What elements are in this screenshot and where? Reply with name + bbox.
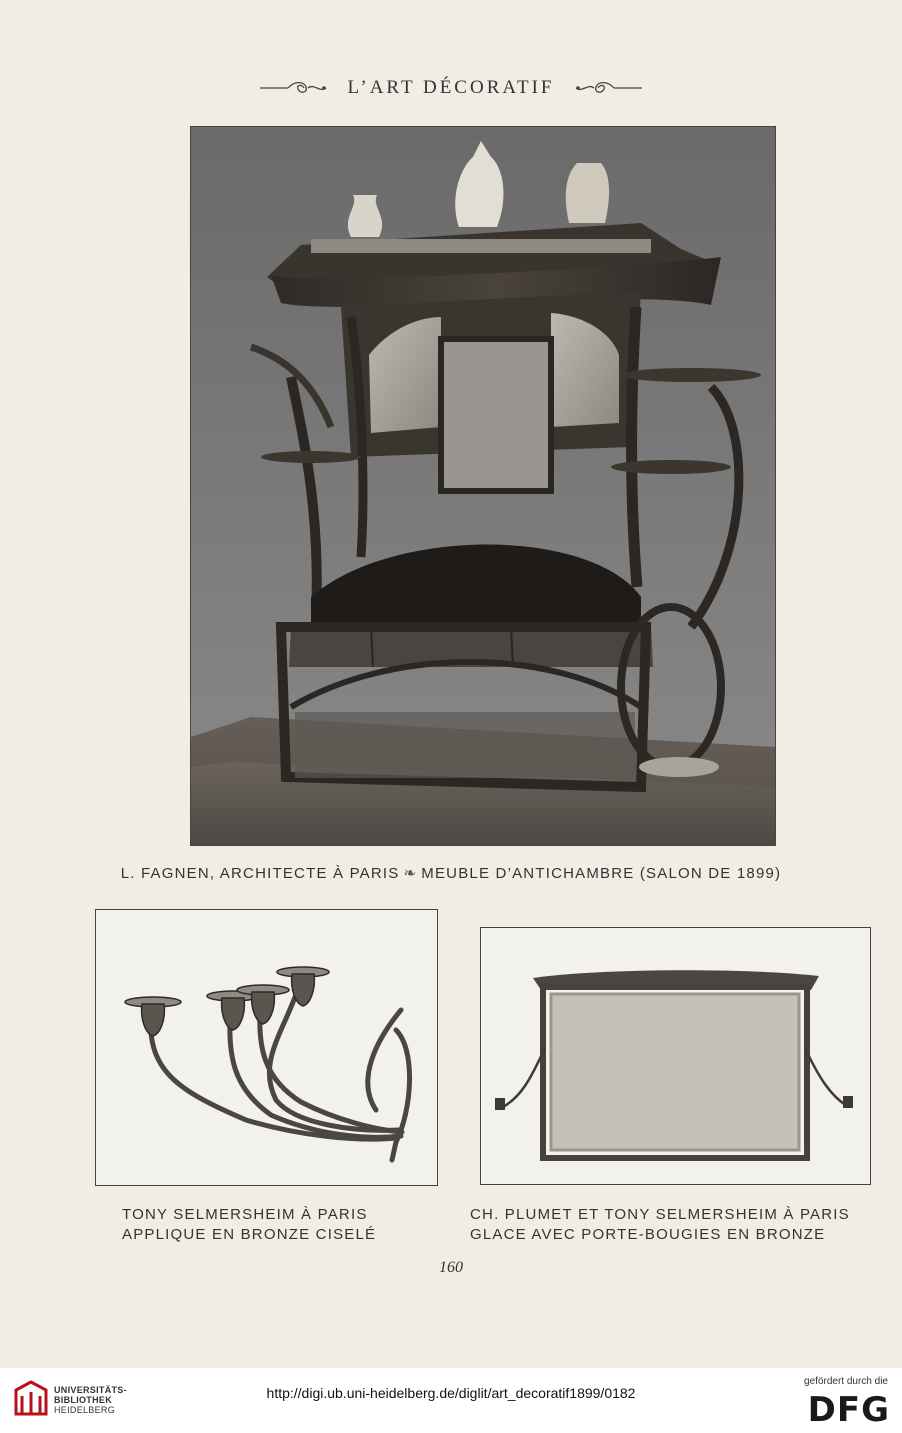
dfg-logo: DFG <box>807 1390 890 1430</box>
artist-credit: TONY SELMERSHEIM À PARIS <box>122 1206 368 1223</box>
object-title: GLACE AVEC PORTE-BOUGIES EN BRONZE <box>470 1226 826 1243</box>
library-name-line: HEIDELBERG <box>54 1405 116 1415</box>
page-number: 160 <box>439 1259 463 1276</box>
object-title: APPLIQUE EN BRONZE CISELÉ <box>122 1226 377 1243</box>
funding-note: gefördert durch die <box>804 1376 888 1387</box>
page-title: L’ART DÉCORATIF <box>347 76 555 98</box>
sconce-caption: TONY SELMERSHEIM À PARIS APPLIQUE EN BRO… <box>122 1205 376 1245</box>
library-name-line: BIBLIOTHEK <box>54 1395 112 1405</box>
library-logo-icon <box>12 1380 50 1418</box>
bronze-sconce-photo <box>95 909 438 1186</box>
library-name-line: UNIVERSITÄTS- <box>54 1385 127 1395</box>
permalink-url[interactable]: http://digi.ub.uni-heidelberg.de/diglit/… <box>266 1385 636 1401</box>
object-title: MEUBLE D’ANTICHAMBRE (SALON DE 1899) <box>421 865 782 882</box>
main-plate-caption: L. FAGNEN, ARCHITECTE À PARIS❧MEUBLE D’A… <box>0 864 902 882</box>
book-page: L’ART DÉCORATIF <box>0 76 902 1276</box>
artist-credit: CH. PLUMET ET TONY SELMERSHEIM À PARIS <box>470 1206 850 1223</box>
library-name: UNIVERSITÄTS- BIBLIOTHEK HEIDELBERG <box>54 1385 127 1415</box>
mirror-caption: CH. PLUMET ET TONY SELMERSHEIM À PARIS G… <box>470 1205 850 1245</box>
mirror-with-candleholders-photo <box>480 927 871 1185</box>
digitization-footer: UNIVERSITÄTS- BIBLIOTHEK HEIDELBERG http… <box>0 1368 902 1433</box>
scroll-ornament-icon <box>259 81 327 93</box>
running-header: L’ART DÉCORATIF <box>0 76 902 99</box>
architect-credit: L. FAGNEN, ARCHITECTE À PARIS <box>120 865 400 882</box>
fleuron-separator: ❧ <box>403 865 418 882</box>
scroll-ornament-icon <box>575 81 643 93</box>
anteroom-furniture-photo <box>190 126 776 846</box>
